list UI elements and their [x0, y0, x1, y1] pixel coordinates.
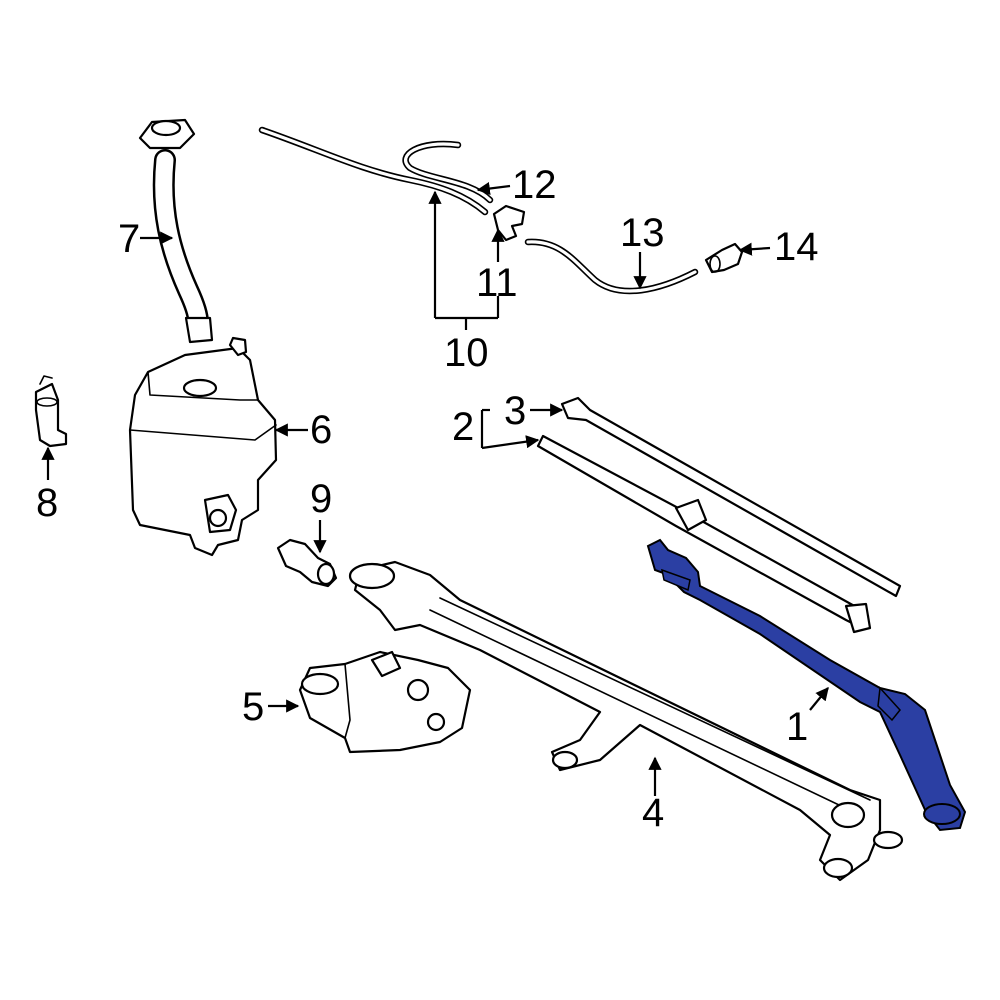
callout-1[interactable]: 1 — [786, 705, 808, 749]
callout-13[interactable]: 13 — [620, 211, 665, 255]
callout-12[interactable]: 12 — [512, 163, 557, 207]
grommet-clip[interactable] — [276, 538, 338, 588]
wiper-arm[interactable] — [646, 538, 967, 832]
nozzle-hose[interactable] — [524, 238, 699, 295]
callout-8[interactable]: 8 — [36, 481, 58, 525]
callout-5[interactable]: 5 — [242, 685, 264, 729]
wiper-motor[interactable] — [298, 650, 472, 754]
callout-14[interactable]: 14 — [774, 225, 819, 269]
washer-pump[interactable] — [34, 375, 68, 448]
wiper-linkage[interactable] — [348, 560, 904, 882]
washer-nozzle[interactable] — [704, 242, 744, 274]
filler-neck[interactable] — [138, 118, 214, 344]
callout-11[interactable]: 11 — [476, 261, 518, 305]
callout-3[interactable]: 3 — [504, 389, 526, 433]
callout-4[interactable]: 4 — [642, 791, 664, 835]
washer-reservoir[interactable] — [128, 336, 278, 557]
callout-9[interactable]: 9 — [310, 477, 332, 521]
wiper-blade[interactable] — [536, 396, 902, 634]
washer-hose[interactable] — [258, 126, 494, 216]
callout-10[interactable]: 10 — [444, 331, 489, 375]
callout-6[interactable]: 6 — [310, 408, 332, 452]
callout-2[interactable]: 2 — [452, 405, 474, 449]
leader-lines — [41, 181, 829, 796]
callout-labels: 1 2 3 4 5 6 7 8 9 10 11 12 13 14 — [36, 163, 819, 835]
callout-7[interactable]: 7 — [118, 217, 140, 261]
